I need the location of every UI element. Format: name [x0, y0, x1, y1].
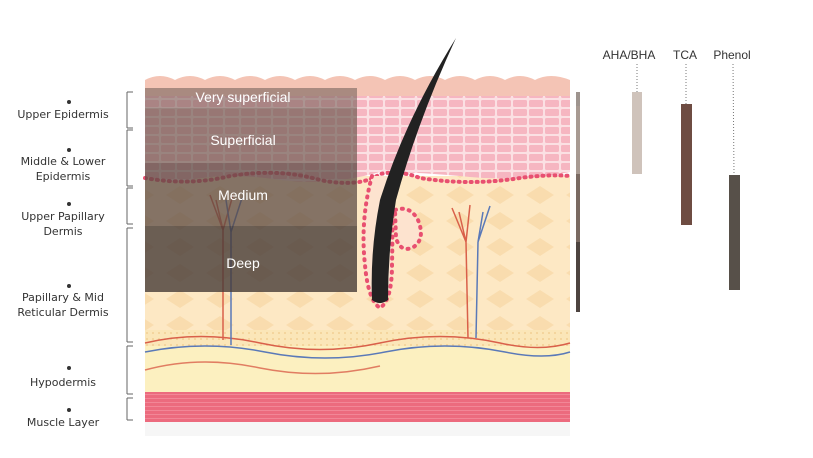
depth-label-medium: Medium	[218, 187, 268, 203]
depth-label-superficial: Superficial	[210, 132, 275, 148]
layer-bullets	[67, 100, 71, 412]
peel-label-aha-bha: AHA/BHA	[603, 48, 656, 62]
depth-label-very-superficial: Very superficial	[196, 89, 291, 105]
depth-band-deep	[145, 226, 357, 292]
depth-band-medium	[145, 163, 357, 226]
depth-scale-strip	[576, 92, 580, 312]
peel-label-phenol: Phenol	[713, 48, 750, 62]
hypodermis	[145, 346, 570, 392]
depth-label-deep: Deep	[226, 255, 260, 271]
peel-bar-aha-bha	[632, 92, 642, 174]
peel-bar-phenol	[729, 175, 740, 290]
depth-band-superficial	[145, 108, 357, 163]
base-shadow	[145, 422, 570, 436]
peel-depth-overlays	[145, 88, 357, 292]
peel-label-tca: TCA	[673, 48, 697, 62]
layer-brackets	[126, 91, 133, 421]
skin-cross-section: Very superficial Superficial Medium Deep	[143, 38, 572, 436]
layer-label-muscle-layer: Muscle Layer	[27, 416, 100, 429]
sebaceous-gland	[392, 206, 423, 251]
peel-bar-tca	[681, 104, 692, 225]
depth-band-very-superficial	[145, 88, 357, 108]
deep-dermis	[145, 290, 570, 335]
hair-shaft	[371, 38, 456, 303]
layer-label-upper-epidermis: Upper Epidermis	[17, 108, 109, 121]
peel-agent-bars: AHA/BHA TCA Phenol	[603, 48, 751, 290]
reticular-dots	[145, 330, 570, 348]
muscle-layer	[145, 392, 570, 422]
layer-label-hypodermis: Hypodermis	[30, 376, 96, 389]
